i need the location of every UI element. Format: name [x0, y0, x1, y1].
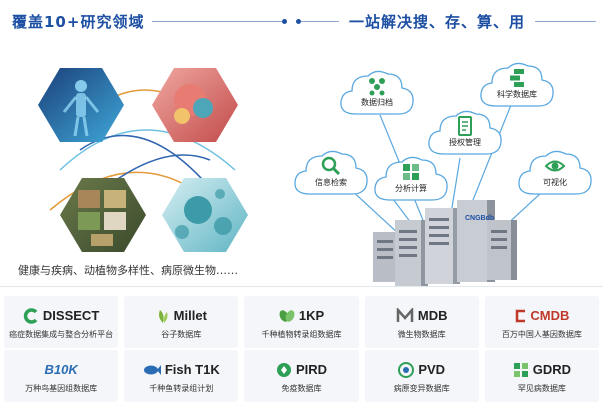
cloud-authorization: 授权管理 — [426, 106, 504, 158]
db-logo: DISSECT — [23, 305, 99, 327]
right-section-heading: 一站解决搜、存、算、用 — [296, 8, 596, 34]
db-card-mdb[interactable]: MDB 微生物数据库 — [364, 296, 479, 348]
pathogen-hexagon — [162, 178, 248, 252]
cloud-label: 科学数据库 — [497, 90, 537, 99]
db-description: 万种鸟基因组数据库 — [25, 383, 98, 393]
db-description: 免疫数据库 — [281, 383, 322, 393]
db-card-fish-t1k[interactable]: Fish T1K 千种鱼转录组计划 — [124, 350, 239, 402]
database-grid-icon — [510, 69, 524, 87]
db-description: 百万中国人基因数据库 — [501, 329, 582, 339]
db-card-cmdb[interactable]: CMDB 百万中国人基因数据库 — [484, 296, 599, 348]
db-name: Fish T1K — [164, 362, 220, 377]
db-logo: Millet — [156, 305, 207, 327]
plant-leaf-icon — [279, 309, 295, 322]
db-card-b10k[interactable]: B10K 万种鸟基因组数据库 — [4, 350, 119, 402]
research-fields-caption: 健康与疾病、动植物多样性、病原微生物…… — [18, 264, 238, 277]
heading-rule — [301, 20, 339, 22]
biodiversity-hexagon — [60, 178, 146, 252]
cloud-label: 分析计算 — [395, 184, 427, 193]
db-description: 罕见病数据库 — [517, 383, 566, 393]
cloud-label: 授权管理 — [449, 138, 481, 147]
heading-rule — [152, 20, 282, 22]
millet-leaf-icon — [158, 309, 168, 323]
db-logo: B10K — [44, 359, 77, 381]
eye-icon — [545, 160, 565, 172]
db-name: PIRD — [295, 362, 328, 377]
gdrd-logo-icon — [513, 362, 528, 377]
db-description: 癌症数据集成与整合分析平台 — [9, 329, 114, 339]
db-logo: CMDB — [514, 305, 569, 327]
database-grid: DISSECT 癌症数据集成与整合分析平台 Millet 谷子数据库 1KP 千… — [0, 296, 603, 402]
db-logo: MDB — [396, 305, 448, 327]
db-card-1kp[interactable]: 1KP 千种植物转录组数据库 — [244, 296, 359, 348]
left-heading-title: 覆盖10+研究领域 — [12, 12, 145, 31]
db-name: B10K — [44, 362, 78, 377]
db-description: 千种植物转录组数据库 — [261, 329, 342, 339]
left-section-heading: 覆盖10+研究领域 — [12, 8, 287, 34]
platform-services-illustration: 数据归档 科学数据库 授权管理 信息检索 分析计算 可视 — [290, 40, 603, 290]
db-card-gdrd[interactable]: GDRD 罕见病数据库 — [484, 350, 599, 402]
cloud-label: 数据归档 — [361, 98, 393, 107]
fish-icon — [143, 364, 161, 375]
db-name: DISSECT — [42, 308, 100, 323]
document-icon — [458, 116, 472, 136]
server-racks: CNGBdb — [373, 200, 517, 286]
db-name: CMDB — [530, 308, 570, 323]
cloud-info-search: 信息检索 — [292, 146, 370, 198]
cloud-label: 可视化 — [543, 178, 567, 187]
cloud-analysis-compute: 分析计算 — [372, 152, 450, 204]
db-name: PVD — [418, 362, 446, 377]
server-brand-label: CNGBdb — [465, 215, 494, 222]
db-card-pvd[interactable]: PVD 病原变异数据库 — [364, 350, 479, 402]
db-name: GDRD — [532, 362, 572, 377]
human-health-hexagon — [38, 68, 124, 142]
cmdb-logo-icon — [516, 309, 526, 322]
db-description: 谷子数据库 — [161, 329, 202, 339]
research-fields-illustration — [20, 50, 270, 265]
db-description: 千种鱼转录组计划 — [149, 383, 214, 393]
calculator-icon — [403, 164, 419, 180]
right-heading-title: 一站解决搜、存、算、用 — [349, 12, 526, 31]
db-logo: PIRD — [276, 359, 327, 381]
cloud-visualization: 可视化 — [516, 146, 594, 198]
pird-logo-icon — [276, 362, 291, 377]
pvd-logo-icon — [398, 361, 415, 378]
db-card-pird[interactable]: PIRD 免疫数据库 — [244, 350, 359, 402]
heading-rule — [535, 20, 596, 22]
section-divider — [0, 286, 603, 287]
cloud-label: 信息检索 — [315, 178, 347, 187]
cloud-data-archive: 数据归档 — [338, 66, 416, 118]
dissect-logo-icon — [23, 307, 38, 324]
search-icon — [321, 156, 341, 176]
db-card-millet[interactable]: Millet 谷子数据库 — [124, 296, 239, 348]
db-logo: 1KP — [279, 305, 324, 327]
db-name: 1KP — [298, 308, 325, 323]
network-icon — [369, 78, 385, 96]
mdb-logo-icon — [396, 307, 414, 322]
heading-dot — [296, 18, 301, 24]
heading-dot — [282, 18, 287, 24]
disease-hexagon — [152, 68, 238, 142]
db-logo: PVD — [398, 359, 445, 381]
db-description: 微生物数据库 — [397, 329, 446, 339]
db-card-dissect[interactable]: DISSECT 癌症数据集成与整合分析平台 — [4, 296, 119, 348]
cloud-science-database: 科学数据库 — [478, 58, 556, 110]
db-logo: GDRD — [513, 359, 571, 381]
db-name: MDB — [417, 308, 448, 323]
db-description: 病原变异数据库 — [393, 383, 450, 393]
db-name: Millet — [173, 308, 207, 323]
db-logo: Fish T1K — [143, 359, 220, 381]
